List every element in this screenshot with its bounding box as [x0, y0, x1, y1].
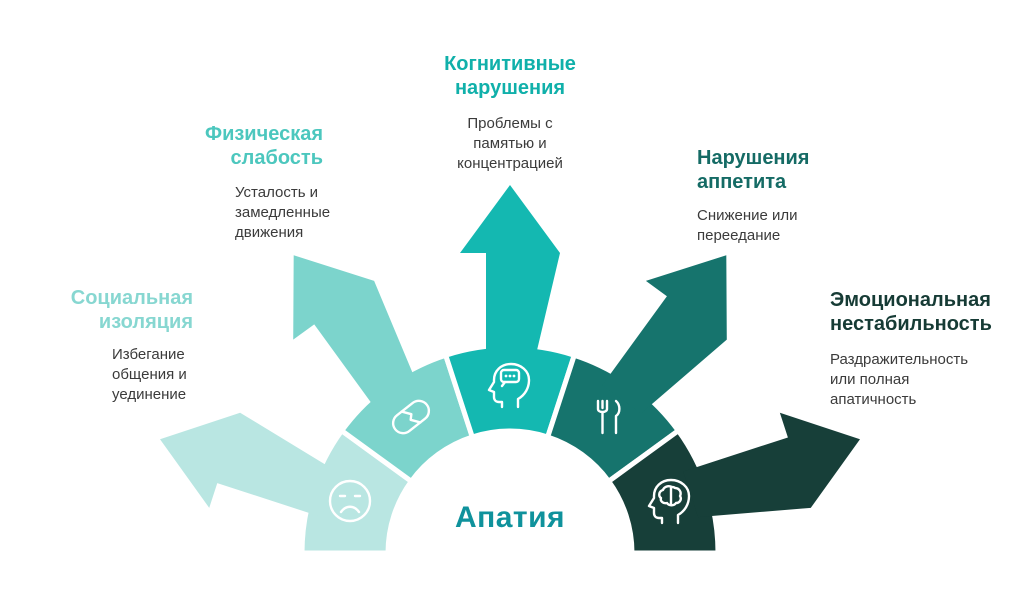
description-emotional-instability: Раздражительность или полная апатичность	[830, 351, 969, 409]
head-speech-bubble-icon	[487, 362, 531, 409]
description-cognitive-impairment: Проблемы с памятью и концентрацией	[457, 115, 563, 173]
arrow-physical-weakness	[293, 255, 418, 414]
broken-bone-icon	[391, 399, 431, 435]
heading-appetite-disturbance: Нарушения аппетита	[697, 147, 810, 194]
segment-emotional-instability	[605, 427, 721, 556]
description-appetite-disturbance: Снижение или переедание	[697, 207, 798, 245]
diagram-title: Апатия	[454, 501, 566, 534]
description-physical-weakness: Усталость и замедленные движения	[235, 184, 331, 242]
head-brain-icon	[647, 478, 691, 525]
arrow-cognitive-impairment	[460, 185, 560, 363]
fan-arrows	[160, 185, 860, 518]
arrow-social-isolation	[160, 412, 337, 518]
heading-emotional-instability: Эмоциональная нестабильность	[830, 289, 992, 336]
arrow-emotional-instability	[683, 412, 860, 518]
cutlery-icon	[596, 399, 621, 435]
heading-cognitive-impairment: Когнитивные нарушения	[444, 53, 576, 100]
arrow-appetite-disturbance	[602, 255, 727, 414]
fan-segments	[299, 342, 721, 556]
description-social-isolation: Избегание общения и уединение	[112, 346, 187, 404]
heading-physical-weakness: Физическая слабость	[205, 123, 323, 170]
heading-social-isolation: Социальная изоляция	[70, 287, 193, 334]
sad-face-icon	[328, 479, 372, 523]
fan-icons	[328, 362, 691, 525]
